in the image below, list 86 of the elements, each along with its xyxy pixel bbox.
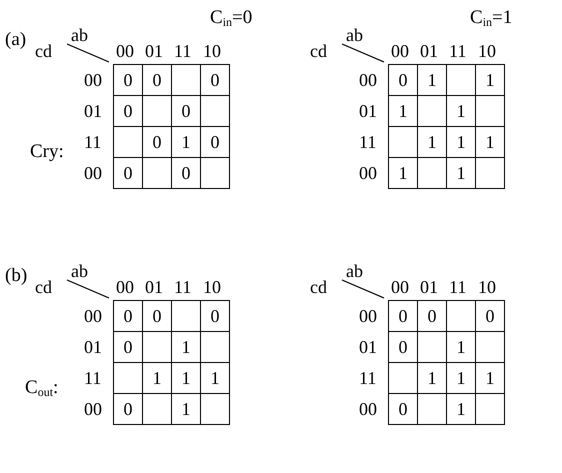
map-cell: 1	[476, 127, 505, 158]
map-cell: 0	[143, 127, 172, 158]
function-label: Cry:	[30, 142, 64, 161]
column-header: 11	[174, 42, 192, 60]
map-cell: 1	[476, 363, 505, 394]
column-heading: C$_{in}$=1	[470, 8, 512, 27]
column-header: 10	[203, 278, 221, 296]
row-header: 01	[84, 338, 102, 356]
map-cell: 0	[201, 65, 230, 96]
map-cell: 0	[389, 332, 418, 363]
map-cell: 1	[447, 127, 476, 158]
map-cell: 0	[114, 65, 143, 96]
row-header: 00	[359, 164, 377, 182]
column-variable-label: ab	[71, 262, 88, 280]
map-cell: 1	[143, 363, 172, 394]
row-variable-label: cd	[35, 278, 52, 296]
map-cell: 0	[389, 65, 418, 96]
column-header: 10	[478, 278, 496, 296]
row-header: 11	[359, 133, 376, 151]
column-header: 11	[449, 42, 466, 60]
column-variable-label: ab	[346, 262, 363, 280]
row-header: 00	[84, 71, 102, 89]
map-cell: 0	[114, 96, 143, 127]
map-cell: 1	[172, 394, 201, 425]
row-header: 00	[84, 307, 102, 325]
row-header: 01	[359, 102, 377, 120]
map-cell: 0	[201, 127, 230, 158]
row-header: 00	[359, 307, 377, 325]
map-cell: 1	[447, 96, 476, 127]
map-cell: 1	[389, 158, 418, 189]
column-header: 01	[145, 278, 163, 296]
map-cell: 1	[418, 127, 447, 158]
map-cell: 0	[114, 332, 143, 363]
map-cell: 0	[114, 158, 143, 189]
map-cell: 0	[172, 158, 201, 189]
column-header: 00	[116, 42, 134, 60]
row-header: 01	[84, 102, 102, 120]
row-header: 00	[84, 400, 102, 418]
map-cell: 1	[447, 394, 476, 425]
map-cell: 1	[447, 158, 476, 189]
map-cell: 0	[389, 394, 418, 425]
map-cell: 1	[389, 96, 418, 127]
map-cell: 1	[476, 65, 505, 96]
map-cell: 1	[418, 363, 447, 394]
map-cell: 0	[201, 301, 230, 332]
column-header: 10	[203, 42, 221, 60]
column-header: 01	[420, 278, 438, 296]
map-cell: 1	[172, 127, 201, 158]
row-variable-label: cd	[35, 42, 52, 60]
map-cell: 0	[143, 301, 172, 332]
column-header: 10	[478, 42, 496, 60]
map-cell: 1	[201, 363, 230, 394]
column-header: 01	[145, 42, 163, 60]
map-cell: 0	[418, 301, 447, 332]
row-header: 11	[84, 133, 102, 151]
column-header: 11	[174, 278, 192, 296]
column-heading: C$_{in}$=0	[210, 8, 252, 27]
map-cell: 0	[389, 301, 418, 332]
part-label: (b)	[5, 266, 28, 285]
column-header: 00	[391, 42, 409, 60]
row-header: 01	[359, 338, 377, 356]
column-variable-label: ab	[346, 26, 363, 44]
map-cell: 1	[418, 65, 447, 96]
map-cell: 1	[447, 332, 476, 363]
row-variable-label: cd	[310, 42, 327, 60]
column-header: 11	[449, 278, 466, 296]
column-header: 00	[116, 278, 134, 296]
part-label: (a)	[5, 30, 26, 49]
row-header: 00	[84, 164, 102, 182]
map-cell: 0	[143, 65, 172, 96]
row-header: 00	[359, 400, 377, 418]
map-cell: 1	[447, 363, 476, 394]
map-cell: 0	[172, 96, 201, 127]
column-header: 00	[391, 278, 409, 296]
map-cell: 0	[114, 301, 143, 332]
column-variable-label: ab	[71, 26, 88, 44]
row-variable-label: cd	[310, 278, 327, 296]
map-cell: 0	[114, 394, 143, 425]
row-header: 11	[359, 369, 376, 387]
column-header: 01	[420, 42, 438, 60]
map-cell: 0	[476, 301, 505, 332]
row-header: 00	[359, 71, 377, 89]
row-header: 11	[84, 369, 102, 387]
map-cell: 1	[172, 332, 201, 363]
function-label: C$_{out}$:	[25, 378, 58, 397]
map-cell: 1	[172, 363, 201, 394]
